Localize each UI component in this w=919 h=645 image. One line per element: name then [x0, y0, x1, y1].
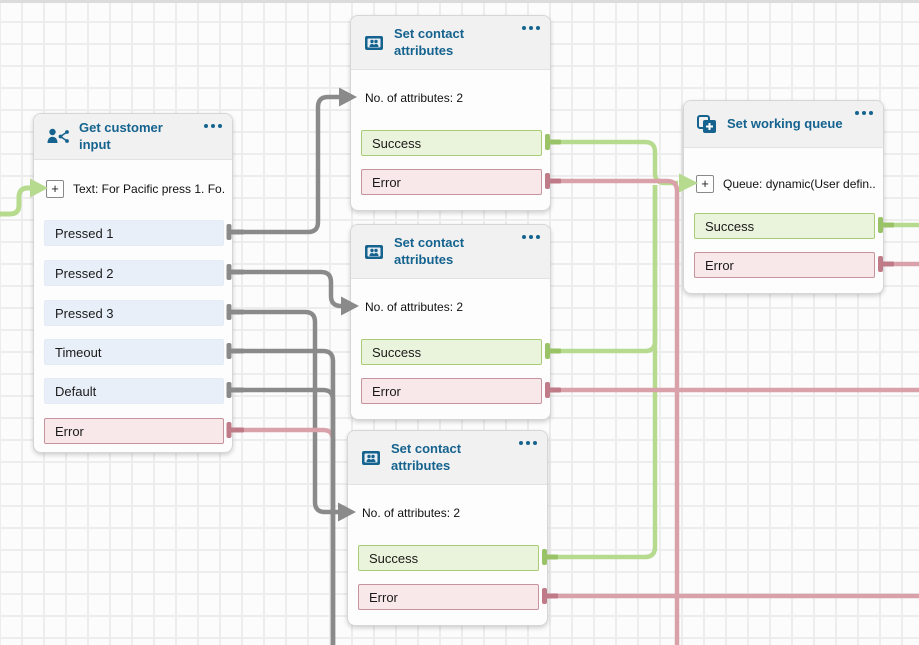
parameter-text: Text: For Pacific press 1. Fo...	[73, 182, 224, 196]
output-label: Pressed 1	[55, 226, 114, 241]
block-info: No. of attributes: 2	[362, 506, 460, 520]
connector-default[interactable]	[230, 390, 333, 645]
block-set-contact-attributes-1[interactable]: Set contact attributes No. of attributes…	[350, 15, 551, 211]
block-set-working-queue[interactable]: Set working queue + Queue: dynamic(User …	[683, 100, 884, 294]
connector-sca1-error[interactable]	[549, 181, 677, 645]
working-queue-icon	[697, 115, 717, 134]
ellipsis-icon[interactable]	[522, 235, 540, 239]
output-pressed-2[interactable]: Pressed 2	[44, 260, 224, 286]
block-title: Set contact attributes	[394, 26, 506, 59]
output-error[interactable]: Error	[358, 584, 539, 610]
block-set-contact-attributes-3[interactable]: Set contact attributes No. of attributes…	[347, 430, 548, 626]
block-parameter[interactable]: + Text: For Pacific press 1. Fo...	[46, 180, 224, 198]
output-error[interactable]: Error	[44, 418, 224, 444]
connector-pressed3[interactable]	[230, 312, 339, 512]
output-success[interactable]: Success	[358, 545, 539, 571]
parameter-text: Queue: dynamic(User defin...	[723, 177, 875, 191]
connector-pressed2[interactable]	[230, 272, 342, 306]
block-info: No. of attributes: 2	[365, 91, 463, 105]
contact-attributes-icon	[364, 35, 384, 51]
block-get-customer-input[interactable]: Get customer input + Text: For Pacific p…	[33, 113, 233, 453]
output-label: Success	[369, 551, 418, 566]
output-label: Success	[372, 345, 421, 360]
block-header[interactable]: Set contact attributes	[351, 225, 550, 279]
output-default[interactable]: Default	[44, 378, 224, 404]
output-label: Default	[55, 384, 96, 399]
output-pressed-3[interactable]: Pressed 3	[44, 300, 224, 326]
output-label: Error	[369, 590, 398, 605]
connector-entry[interactable]	[0, 188, 32, 214]
ellipsis-icon[interactable]	[204, 124, 222, 128]
output-label: Success	[705, 219, 754, 234]
expand-plus-button[interactable]: +	[46, 180, 64, 198]
connector-gci-error[interactable]	[230, 430, 333, 448]
output-label: Timeout	[55, 345, 101, 360]
output-label: Error	[55, 424, 84, 439]
output-label: Error	[372, 175, 401, 190]
output-success[interactable]: Success	[361, 339, 542, 365]
block-info: No. of attributes: 2	[365, 300, 463, 314]
output-label: Pressed 2	[55, 266, 114, 281]
output-success[interactable]: Success	[361, 130, 542, 156]
output-timeout[interactable]: Timeout	[44, 339, 224, 365]
customer-input-icon	[47, 128, 69, 145]
block-set-contact-attributes-2[interactable]: Set contact attributes No. of attributes…	[350, 224, 551, 420]
expand-plus-button[interactable]: +	[696, 175, 714, 193]
block-title: Set contact attributes	[394, 235, 506, 268]
block-header[interactable]: Set contact attributes	[351, 16, 550, 70]
connector-sca2-success[interactable]	[549, 185, 655, 351]
connector-sca1-success[interactable]	[549, 142, 678, 183]
block-header[interactable]: Get customer input	[34, 114, 232, 160]
output-label: Error	[372, 384, 401, 399]
block-header[interactable]: Set working queue	[684, 101, 883, 148]
output-label: Error	[705, 258, 734, 273]
output-error[interactable]: Error	[361, 378, 542, 404]
contact-attributes-icon	[361, 450, 381, 466]
block-title: Set contact attributes	[391, 441, 503, 474]
output-label: Pressed 3	[55, 306, 114, 321]
ellipsis-icon[interactable]	[519, 441, 537, 445]
connector-sca3-success[interactable]	[546, 185, 655, 557]
output-success[interactable]: Success	[694, 213, 875, 239]
ellipsis-icon[interactable]	[522, 26, 540, 30]
block-header[interactable]: Set contact attributes	[348, 431, 547, 485]
ellipsis-icon[interactable]	[855, 111, 873, 115]
block-title: Set working queue	[727, 116, 843, 132]
output-error[interactable]: Error	[361, 169, 542, 195]
connector-pressed1[interactable]	[230, 97, 341, 232]
output-error[interactable]: Error	[694, 252, 875, 278]
contact-attributes-icon	[364, 244, 384, 260]
block-title: Get customer input	[79, 120, 198, 153]
block-parameter[interactable]: + Queue: dynamic(User defin...	[696, 175, 875, 193]
connector-timeout[interactable]	[230, 351, 333, 645]
output-pressed-1[interactable]: Pressed 1	[44, 220, 224, 246]
output-label: Success	[372, 136, 421, 151]
